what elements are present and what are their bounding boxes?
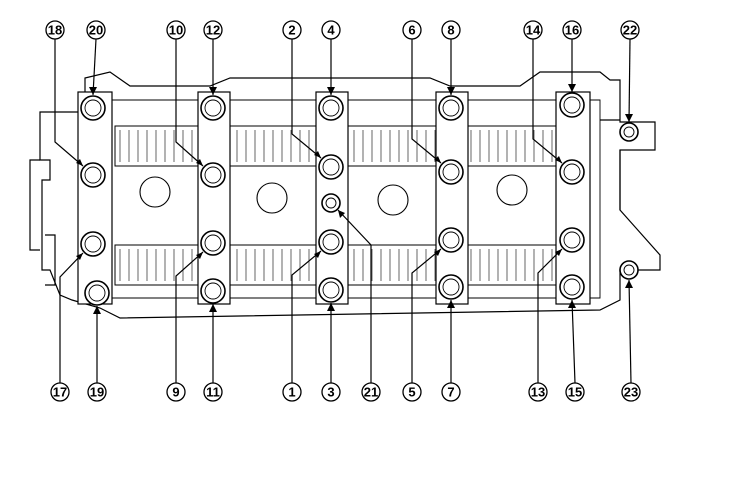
label-text-8: 8 xyxy=(447,23,454,38)
leader-18 xyxy=(54,39,84,167)
leader-13 xyxy=(537,248,563,383)
bolt-1 xyxy=(318,229,344,255)
label-4: 4 xyxy=(321,20,341,40)
label-text-5: 5 xyxy=(408,385,415,400)
leader-6 xyxy=(411,39,442,164)
leader-5 xyxy=(411,248,442,383)
label-7: 7 xyxy=(441,382,461,402)
bolt-22 xyxy=(619,122,639,142)
label-2: 2 xyxy=(282,20,302,40)
label-text-3: 3 xyxy=(327,385,334,400)
bolt-12 xyxy=(200,95,226,121)
camshaft-holders xyxy=(77,91,591,305)
bolt-7 xyxy=(438,274,464,300)
bolt-2 xyxy=(318,154,344,180)
label-text-2: 2 xyxy=(288,23,295,38)
bolt-16 xyxy=(559,92,585,118)
label-15: 15 xyxy=(565,382,585,402)
bolt-8 xyxy=(438,95,464,121)
leader-17 xyxy=(59,252,84,383)
bolt-19 xyxy=(84,280,110,306)
label-text-15: 15 xyxy=(568,385,582,400)
label-text-7: 7 xyxy=(447,385,454,400)
label-text-14: 14 xyxy=(526,23,541,38)
label-13: 13 xyxy=(528,382,548,402)
leader-2 xyxy=(291,39,322,159)
leader-4 xyxy=(327,39,335,95)
leader-22 xyxy=(625,38,633,123)
bolts xyxy=(80,92,639,306)
label-text-17: 17 xyxy=(53,385,67,400)
label-text-23: 23 xyxy=(624,385,638,400)
combustion-chambers xyxy=(139,174,528,216)
bolt-10 xyxy=(200,162,226,188)
label-text-10: 10 xyxy=(169,23,183,38)
label-16: 16 xyxy=(562,20,582,40)
leader-9 xyxy=(175,251,204,383)
leader-8 xyxy=(447,39,455,95)
label-11: 11 xyxy=(203,382,223,402)
label-6: 6 xyxy=(402,20,422,40)
bolt-14 xyxy=(559,159,585,185)
bolt-4 xyxy=(318,95,344,121)
bolt-15 xyxy=(559,274,585,300)
label-text-21: 21 xyxy=(364,385,378,400)
bolt-5 xyxy=(438,227,464,253)
leader-21 xyxy=(337,209,372,383)
label-text-11: 11 xyxy=(206,385,220,400)
leader-20 xyxy=(89,38,97,96)
label-3: 3 xyxy=(321,382,341,402)
label-text-13: 13 xyxy=(531,385,545,400)
label-text-1: 1 xyxy=(288,385,295,400)
label-text-6: 6 xyxy=(408,23,415,38)
bolt-17 xyxy=(80,231,106,257)
bolt-3 xyxy=(318,277,344,303)
label-text-18: 18 xyxy=(48,23,62,38)
leader-10 xyxy=(175,39,204,167)
leader-23 xyxy=(625,279,633,384)
leader-1 xyxy=(291,250,322,383)
label-12: 12 xyxy=(203,20,223,40)
leader-12 xyxy=(209,39,217,95)
label-22: 22 xyxy=(620,20,640,40)
leader-7 xyxy=(447,300,455,383)
label-text-22: 22 xyxy=(623,23,637,38)
bolt-21 xyxy=(321,193,341,213)
bolt-6 xyxy=(438,159,464,185)
bolt-23 xyxy=(619,260,639,280)
bolt-20 xyxy=(80,95,106,121)
label-text-20: 20 xyxy=(89,23,103,38)
label-text-19: 19 xyxy=(90,385,104,400)
leader-14 xyxy=(532,39,563,164)
bolt-9 xyxy=(200,230,226,256)
leader-16 xyxy=(568,39,576,92)
label-10: 10 xyxy=(166,20,186,40)
label-8: 8 xyxy=(441,20,461,40)
label-text-16: 16 xyxy=(565,23,579,38)
bolt-18 xyxy=(80,162,106,188)
label-18: 18 xyxy=(45,20,65,40)
label-1: 1 xyxy=(282,382,302,402)
bolt-13 xyxy=(559,227,585,253)
label-text-12: 12 xyxy=(206,23,220,38)
label-5: 5 xyxy=(402,382,422,402)
leader-19 xyxy=(93,306,101,383)
label-9: 9 xyxy=(166,382,186,402)
bolt-11 xyxy=(200,278,226,304)
label-text-4: 4 xyxy=(327,23,335,38)
label-17: 17 xyxy=(50,382,70,402)
leader-lines xyxy=(54,38,633,384)
leader-3 xyxy=(327,303,335,383)
leader-15 xyxy=(568,299,576,384)
label-21: 21 xyxy=(361,382,381,402)
label-text-9: 9 xyxy=(172,385,179,400)
label-20: 20 xyxy=(86,20,106,40)
label-19: 19 xyxy=(87,382,107,402)
leader-11 xyxy=(209,304,217,383)
label-14: 14 xyxy=(523,20,543,40)
label-23: 23 xyxy=(621,382,641,402)
